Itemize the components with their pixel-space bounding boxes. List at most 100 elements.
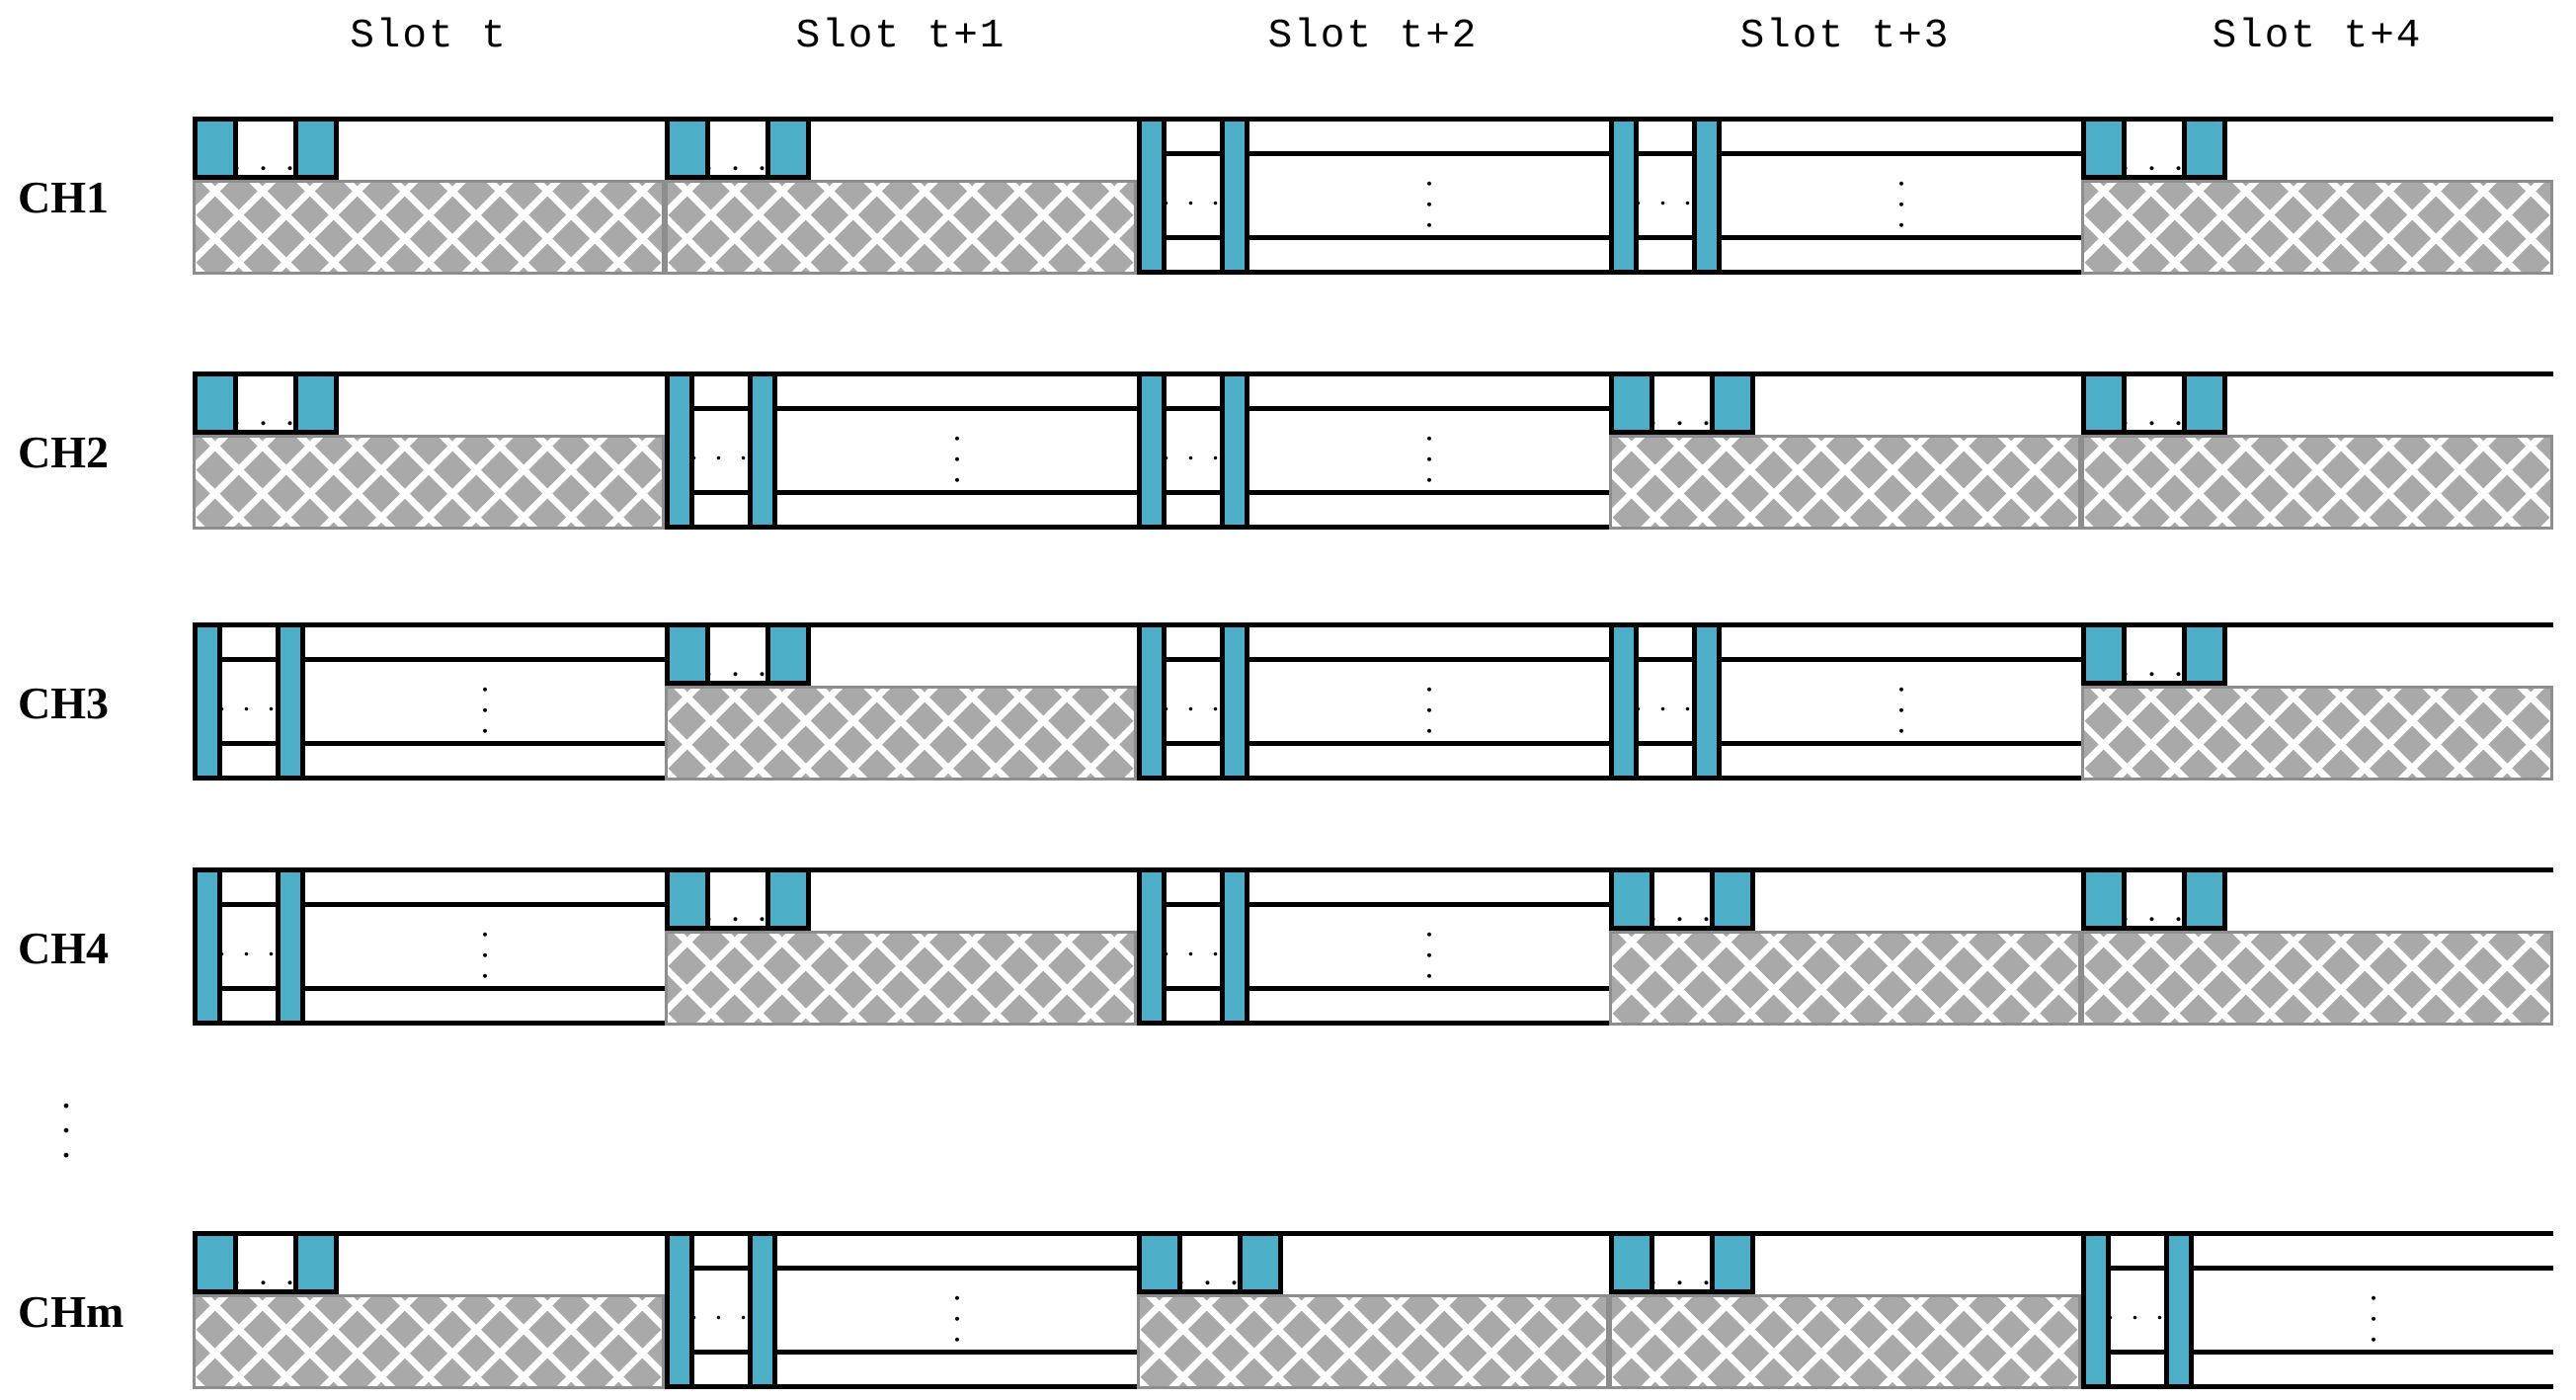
payload-region: . . . [1249,117,1609,275]
mini-block-left [2081,867,2127,931]
preamble-gap: . . . [690,371,748,530]
slot-cell-active[interactable]: . . .. . . [1609,622,2081,781]
mini-gap: . . . [1649,1231,1711,1294]
vertical-ellipsis: . . . [2369,1271,2378,1350]
mini-gap: . . . [2121,867,2183,931]
slot-cell-idle[interactable]: . . . [2081,371,2553,530]
preamble-bar-right [1220,371,1249,530]
horizontal-ellipsis: . . . [689,434,753,466]
payload-top-rule [1722,151,2081,157]
slot-cell-idle[interactable]: . . . [665,622,1137,781]
slot-cell-active[interactable]: . . .. . . [1137,867,1609,1026]
mini-block-left [2081,117,2127,180]
gap-top-rule [1639,151,1692,157]
horizontal-ellipsis: . . . [2121,396,2188,433]
payload-region: . . . [1722,622,2081,781]
channel-row: CH2 . . .. . .. . .. . .. . .. . .. . . [0,371,2576,530]
idle-header-rest [339,117,665,180]
horizontal-ellipsis: . . . [2121,647,2188,684]
payload-region: . . . [777,1231,1137,1389]
payload-top-rule [305,657,665,663]
slot-cell-active[interactable]: . . .. . . [2081,1231,2553,1389]
horizontal-ellipsis: . . . [1176,1256,1244,1292]
gap-top-rule [1167,406,1220,412]
gap-bottom-rule [1167,740,1220,746]
slot-cell-idle[interactable]: . . . [665,867,1137,1026]
payload-top-rule [305,902,665,908]
mini-block-right [293,117,339,180]
idle-header-rest [811,622,1137,686]
idle-header-rest [1283,1231,1609,1294]
preamble-bar-right [748,1231,777,1389]
horizontal-ellipsis: . . . [232,141,299,178]
slot-cell-active[interactable]: . . .. . . [1137,622,1609,781]
slot-cell-idle[interactable]: . . . [1137,1231,1609,1389]
preamble-bar-left [1137,867,1167,1026]
idle-slot-header: . . . [2081,371,2553,435]
slot-cell-active[interactable]: . . .. . . [1137,371,1609,530]
preamble-gap: . . . [1163,371,1220,530]
payload-bottom-rule [1249,234,1609,240]
slot-cell-active[interactable]: . . .. . . [665,371,1137,530]
horizontal-ellipsis: . . . [704,141,771,178]
payload-top-rule [1722,657,2081,663]
payload-top-rule [1249,902,1609,908]
channel-track: . . .. . .. . .. . .. . .. . .. . . [193,867,2553,1026]
gap-bottom-rule [1639,740,1692,746]
horizontal-ellipsis: . . . [2106,1293,2169,1326]
payload-top-rule [777,1266,1137,1272]
idle-header-rest [2227,622,2553,686]
slot-cell-idle[interactable]: . . . [2081,867,2553,1026]
channel-row: CH3 . . .. . .. . .. . .. . .. . .. . ..… [0,622,2576,781]
slot-cell-active[interactable]: . . .. . . [193,622,665,781]
horizontal-ellipsis: . . . [2121,141,2188,178]
slot-cell-idle[interactable]: . . . [665,117,1137,275]
idle-header-rest [339,1231,665,1294]
horizontal-ellipsis: . . . [1634,179,1697,211]
preamble-bar-left [1609,117,1639,275]
preamble-gap: . . . [2107,1231,2164,1389]
slot-header-label: Slot t+2 [1267,14,1479,59]
payload-region: . . . [1249,622,1609,781]
channel-row: CHm . . .. . .. . .. . .. . .. . .. . . [0,1231,2576,1389]
slot-cell-idle[interactable]: . . . [193,371,665,530]
mini-block-left [2081,622,2127,686]
slot-cell-idle[interactable]: . . . [1609,1231,2081,1389]
slot-cell-active[interactable]: . . .. . . [193,867,665,1026]
slot-cell-active[interactable]: . . . . . . [1609,117,2081,275]
payload-region: . . . [1722,117,2081,275]
gap-bottom-rule [1167,234,1220,240]
slot-cell-idle[interactable]: . . . [2081,117,2553,275]
idle-header-rest [811,117,1137,180]
horizontal-ellipsis: . . . [232,1256,299,1292]
idle-slot-header: . . . [2081,867,2553,931]
idle-hatched-body [2081,931,2553,1026]
slot-cell-active[interactable]: . . . . . . [665,1231,1137,1389]
gap-top-rule [1167,902,1220,908]
mini-block-right [293,1231,339,1294]
mini-block-right [1710,1231,1755,1294]
slot-cell-idle[interactable]: . . . [193,1231,665,1389]
channel-row: CH4 . . .. . .. . .. . .. . .. . .. . . [0,867,2576,1026]
idle-hatched-body [193,180,665,275]
payload-bottom-rule [1249,985,1609,991]
slot-cell-idle[interactable]: . . . [1609,867,2081,1026]
payload-region: . . . [305,867,665,1026]
mini-block-right [2182,622,2227,686]
channel-label: CH1 [18,172,109,222]
slot-cell-idle[interactable]: . . . [2081,622,2553,781]
preamble-gap: . . . [218,622,276,781]
slot-cell-idle[interactable]: . . . [1609,371,2081,530]
mini-gap: . . . [704,117,766,180]
idle-hatched-body [1609,1294,2081,1389]
mini-block-left [665,867,710,931]
idle-slot-header: . . . [193,117,665,180]
horizontal-ellipsis: . . . [689,1293,753,1326]
slot-cell-idle[interactable]: . . . [193,117,665,275]
gap-top-rule [2111,1266,2164,1272]
mini-gap: . . . [704,622,766,686]
channel-continuation-ellipsis: . . . [61,1072,71,1166]
mini-gap: . . . [2121,117,2183,180]
slot-cell-active[interactable]: . . .. . . [1137,117,1609,275]
gap-bottom-rule [222,985,276,991]
